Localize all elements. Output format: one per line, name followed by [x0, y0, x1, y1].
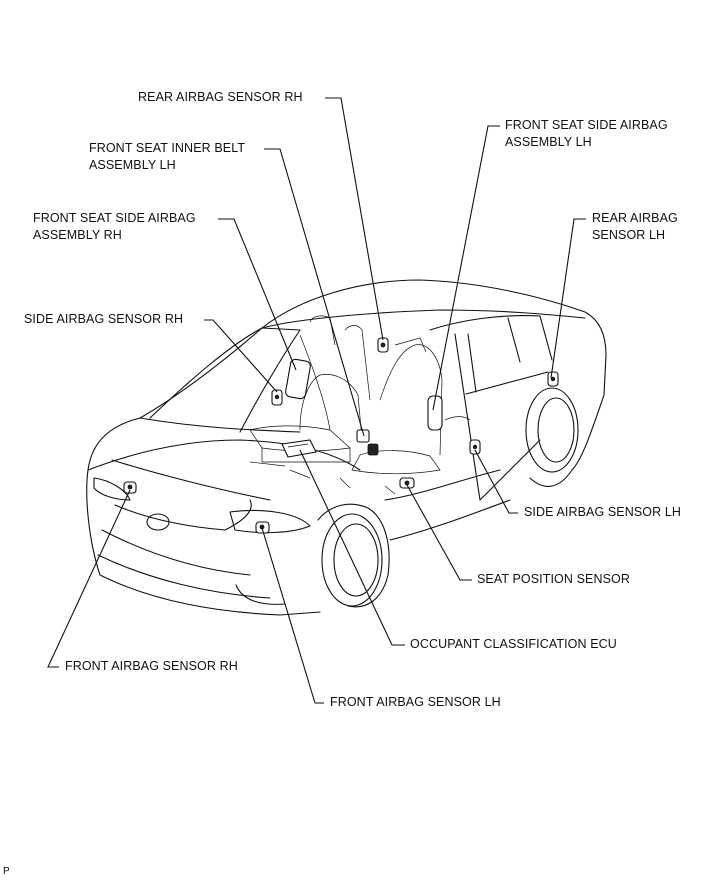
label-front-seat-side-airbag-rh-line1: FRONT SEAT SIDE AIRBAG	[33, 211, 196, 225]
label-front-seat-side-airbag-rh-line2: ASSEMBLY RH	[33, 228, 122, 242]
label-seat-position-sensor: SEAT POSITION SENSOR	[477, 572, 630, 586]
label-rear-airbag-sensor-lh-line2: SENSOR LH	[592, 228, 666, 242]
label-front-seat-inner-belt-lh-line1: FRONT SEAT INNER BELT	[89, 141, 246, 155]
label-front-seat-side-airbag-lh-line1: FRONT SEAT SIDE AIRBAG	[505, 118, 668, 132]
label-front-seat-side-airbag-lh-line2: ASSEMBLY LH	[505, 135, 592, 149]
component-markers	[123, 337, 559, 534]
corner-mark: P	[3, 866, 10, 877]
leader-lines	[47, 97, 586, 704]
label-rear-airbag-sensor-lh-line1: REAR AIRBAG	[592, 211, 678, 225]
label-occupant-classification-ecu: OCCUPANT CLASSIFICATION ECU	[410, 637, 617, 651]
label-rear-airbag-sensor-rh: REAR AIRBAG SENSOR RH	[138, 90, 303, 104]
car-body	[86, 279, 607, 616]
label-front-airbag-sensor-rh: FRONT AIRBAG SENSOR RH	[65, 659, 238, 673]
label-front-seat-inner-belt-lh-line2: ASSEMBLY LH	[89, 158, 176, 172]
car-interior	[249, 315, 471, 495]
label-front-airbag-sensor-lh: FRONT AIRBAG SENSOR LH	[330, 695, 501, 709]
label-side-airbag-sensor-rh: SIDE AIRBAG SENSOR RH	[24, 312, 184, 326]
label-side-airbag-sensor-lh: SIDE AIRBAG SENSOR LH	[524, 505, 682, 519]
